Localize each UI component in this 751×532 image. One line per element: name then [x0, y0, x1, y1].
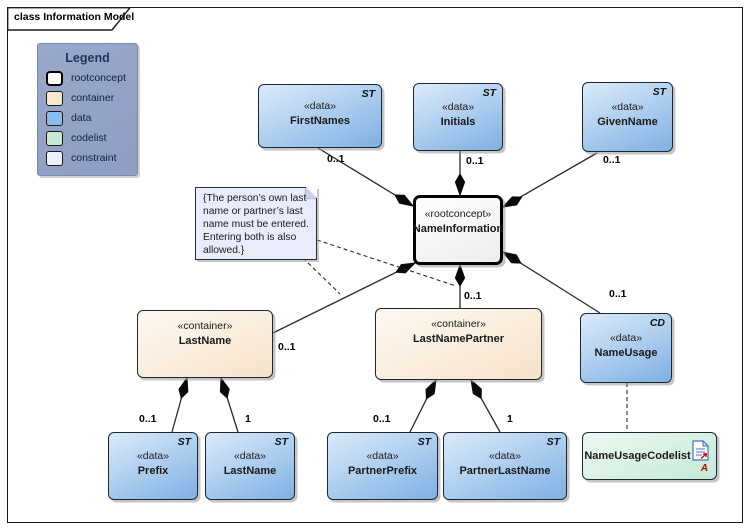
multiplicity-lastnamedata[interactable]: 1 [245, 413, 251, 425]
multiplicity-lastname[interactable]: 0..1 [278, 341, 296, 353]
node-nameinformation[interactable]: «rootconcept» NameInformation [413, 195, 503, 265]
multiplicity-partnerlastname[interactable]: 1 [507, 413, 513, 425]
frame-tab-label: class Information Model [14, 11, 135, 23]
multiplicity-firstnames[interactable]: 0..1 [327, 153, 345, 165]
node-partnerprefix[interactable]: ST «data» PartnerPrefix [327, 432, 438, 500]
node-lastnamepartner[interactable]: «container» LastNamePartner [375, 308, 542, 380]
multiplicity-partnerprefix[interactable]: 0..1 [373, 413, 391, 425]
node-lastname-container[interactable]: «container» LastName [137, 310, 273, 378]
node-givenname[interactable]: ST «data» GivenName [582, 82, 673, 152]
codelist-abstract-letter: A [700, 463, 708, 474]
diagram-frame [7, 7, 743, 523]
rootconcept-swatch-icon [46, 70, 63, 86]
constraint-note[interactable]: {The person’s own last name or partner’s… [195, 187, 317, 260]
multiplicity-prefix[interactable]: 0..1 [139, 413, 157, 425]
legend-title: Legend [65, 51, 110, 65]
constraint-swatch-icon [46, 150, 63, 166]
codelist-swatch-icon [46, 130, 63, 146]
document-icon [692, 440, 709, 461]
multiplicity-nameusage[interactable]: 0..1 [609, 288, 627, 300]
constraint-note-text: {The person’s own last name or partner’s… [203, 193, 309, 256]
legend-item-data: data [46, 110, 137, 126]
multiplicity-givenname[interactable]: 0..1 [603, 154, 621, 166]
node-nameusage[interactable]: CD «data» NameUsage [580, 313, 672, 383]
frame-tab [7, 7, 132, 31]
multiplicity-initials[interactable]: 0..1 [466, 155, 484, 167]
legend-item-constraint: constraint [46, 150, 137, 166]
node-initials[interactable]: ST «data» Initials [413, 83, 503, 151]
node-lastname-data[interactable]: ST «data» LastName [205, 432, 295, 500]
legend-item-container: container [46, 90, 137, 106]
node-partnerlastname[interactable]: ST «data» PartnerLastName [443, 432, 567, 500]
node-prefix[interactable]: ST «data» Prefix [108, 432, 198, 500]
node-firstnames[interactable]: ST «data» FirstNames [258, 84, 382, 148]
multiplicity-lastnamepartner[interactable]: 0..1 [464, 290, 482, 302]
legend: Legend rootconcept container data codeli… [37, 43, 138, 176]
legend-item-rootconcept: rootconcept [46, 70, 137, 86]
legend-item-codelist: codelist [46, 130, 137, 146]
data-swatch-icon [46, 110, 63, 126]
container-swatch-icon [46, 90, 63, 106]
node-nameusagecodelist[interactable]: NameUsageCodelist A [582, 432, 717, 480]
